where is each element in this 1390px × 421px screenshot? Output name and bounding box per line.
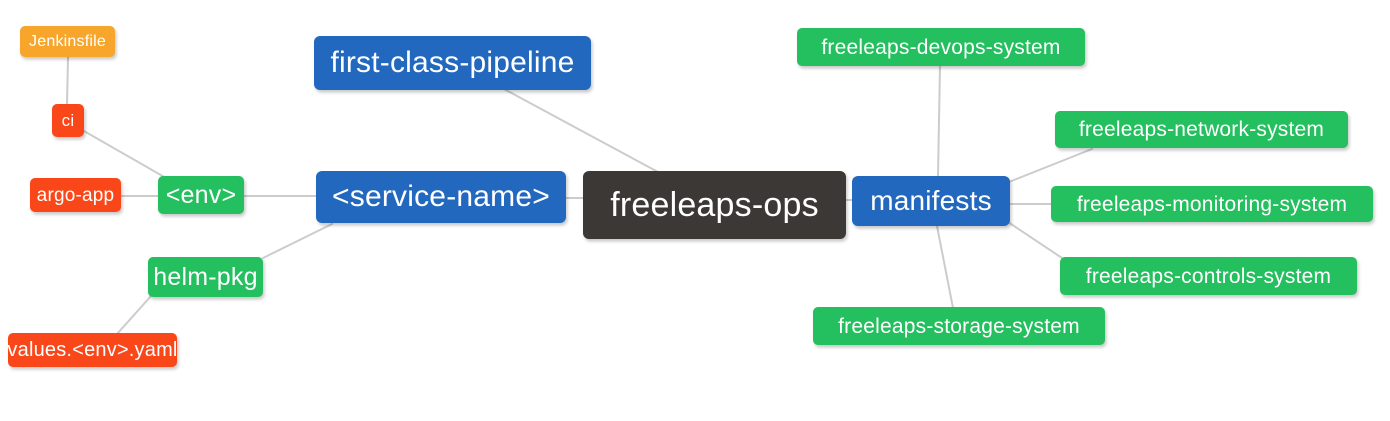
- connector-manifests-controls: [1007, 221, 1063, 259]
- node-argo-app[interactable]: argo-app: [30, 178, 121, 212]
- node-freeleaps-controls-system[interactable]: freeleaps-controls-system: [1060, 257, 1357, 295]
- node-freeleaps-network-system[interactable]: freeleaps-network-system: [1055, 111, 1348, 148]
- node-ci[interactable]: ci: [52, 104, 84, 137]
- node-values-env-yaml[interactable]: values.<env>.yaml: [7, 333, 177, 367]
- node-env[interactable]: <env>: [158, 176, 244, 214]
- connector-ci-env: [83, 130, 167, 179]
- connector-jenkinsfile-ci: [66, 56, 69, 106]
- node-service-name[interactable]: <service-name>: [316, 171, 566, 223]
- node-jenkinsfile[interactable]: Jenkinsfile: [20, 26, 115, 57]
- connector-manifests-storage: [936, 225, 954, 309]
- connector-helm-pkg-values: [116, 295, 152, 335]
- node-first-class-pipeline[interactable]: first-class-pipeline: [314, 36, 591, 90]
- connector-service-name-helm-pkg: [262, 223, 333, 259]
- node-freeleaps-ops[interactable]: freeleaps-ops: [583, 171, 846, 239]
- connector-manifests-network: [1008, 148, 1093, 183]
- node-manifests[interactable]: manifests: [852, 176, 1010, 226]
- node-helm-pkg[interactable]: helm-pkg: [148, 257, 263, 297]
- node-freeleaps-monitoring-system[interactable]: freeleaps-monitoring-system: [1051, 186, 1373, 222]
- node-freeleaps-devops-system[interactable]: freeleaps-devops-system: [797, 28, 1085, 66]
- node-freeleaps-storage-system[interactable]: freeleaps-storage-system: [813, 307, 1105, 345]
- connector-pipeline-freeleaps-ops: [503, 88, 659, 173]
- connector-manifests-devops: [937, 65, 941, 177]
